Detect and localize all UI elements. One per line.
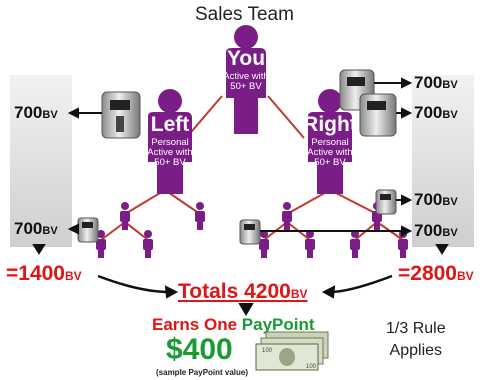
water-ionizer-icon (101, 91, 141, 139)
diagram-title: Sales Team (195, 4, 294, 25)
left-person-icon (148, 89, 192, 194)
bv-value: 700 (414, 103, 443, 122)
grand-total: Totals 4200BV (178, 280, 308, 304)
amount-note: (sample PayPoint value) (156, 368, 249, 377)
earns-text: Earns One (152, 315, 238, 334)
you-title: You (226, 47, 266, 70)
dollar-bills-icon: 100 100 (255, 331, 329, 371)
paypoint-po: Po (272, 315, 294, 334)
left-label: Left Personal Active with 50+ BV (140, 113, 200, 168)
rule-line2: Applies (389, 341, 443, 359)
right-person-icon (308, 89, 352, 194)
bv-unit: BV (442, 196, 458, 208)
right-label: Right Personal Active with 50+ BV (300, 113, 360, 168)
rule-line1: 1/3 Rule (386, 320, 446, 337)
bv-right-lower: 700BV (414, 221, 458, 241)
grand-total-value: Totals 4200 (178, 280, 291, 303)
bv-unit: BV (42, 109, 58, 121)
right-desc: Personal Active with 50+ BV (307, 137, 353, 168)
bv-right-top: 700BV (414, 73, 458, 93)
left-desc: Personal Active with 50+ BV (147, 137, 193, 168)
water-ionizer-icon (239, 219, 261, 245)
paypoint-int: int (293, 315, 315, 334)
water-ionizer-icon (375, 189, 397, 215)
water-ionizer-icon (77, 217, 99, 243)
bv-left-upper: 700BV (14, 103, 58, 123)
bv-value: 700 (14, 103, 43, 122)
earns-line: Earns One PayPoint (152, 315, 315, 335)
bv-unit: BV (42, 225, 58, 237)
bv-unit: BV (442, 109, 458, 121)
bv-left-lower: 700BV (14, 219, 58, 239)
rule-text: 1/3 Rule Applies (386, 318, 446, 361)
grand-total-unit: BV (290, 287, 308, 301)
left-total-value: =1400 (6, 262, 65, 285)
you-desc: Active with 50+ BV (223, 71, 269, 93)
bv-value: 700 (14, 219, 43, 238)
svg-text:100: 100 (262, 348, 273, 354)
right-total: =2800BV (398, 262, 474, 286)
you-person-icon (226, 25, 266, 134)
svg-text:100: 100 (306, 364, 317, 370)
right-total-unit: BV (456, 269, 474, 283)
water-ionizer-icon (359, 93, 397, 137)
left-total-unit: BV (64, 269, 82, 283)
bv-unit: BV (442, 79, 458, 91)
left-gray-panel (10, 75, 72, 247)
bv-right-third: 700BV (414, 190, 458, 210)
bv-value: 700 (414, 73, 443, 92)
left-title: Left (150, 113, 190, 136)
left-total: =1400BV (6, 262, 82, 286)
bv-value: 700 (414, 190, 443, 209)
right-gray-panel (412, 75, 474, 247)
amount-value: $400 (166, 333, 233, 366)
bv-value: 700 (414, 221, 443, 240)
bv-right-second: 700BV (414, 103, 458, 123)
you-label: You Active with 50+ BV (215, 47, 277, 93)
right-total-value: =2800 (398, 262, 457, 285)
paypoint-pay: Pay (241, 315, 273, 334)
right-title: Right (303, 113, 357, 136)
bv-unit: BV (442, 227, 458, 239)
